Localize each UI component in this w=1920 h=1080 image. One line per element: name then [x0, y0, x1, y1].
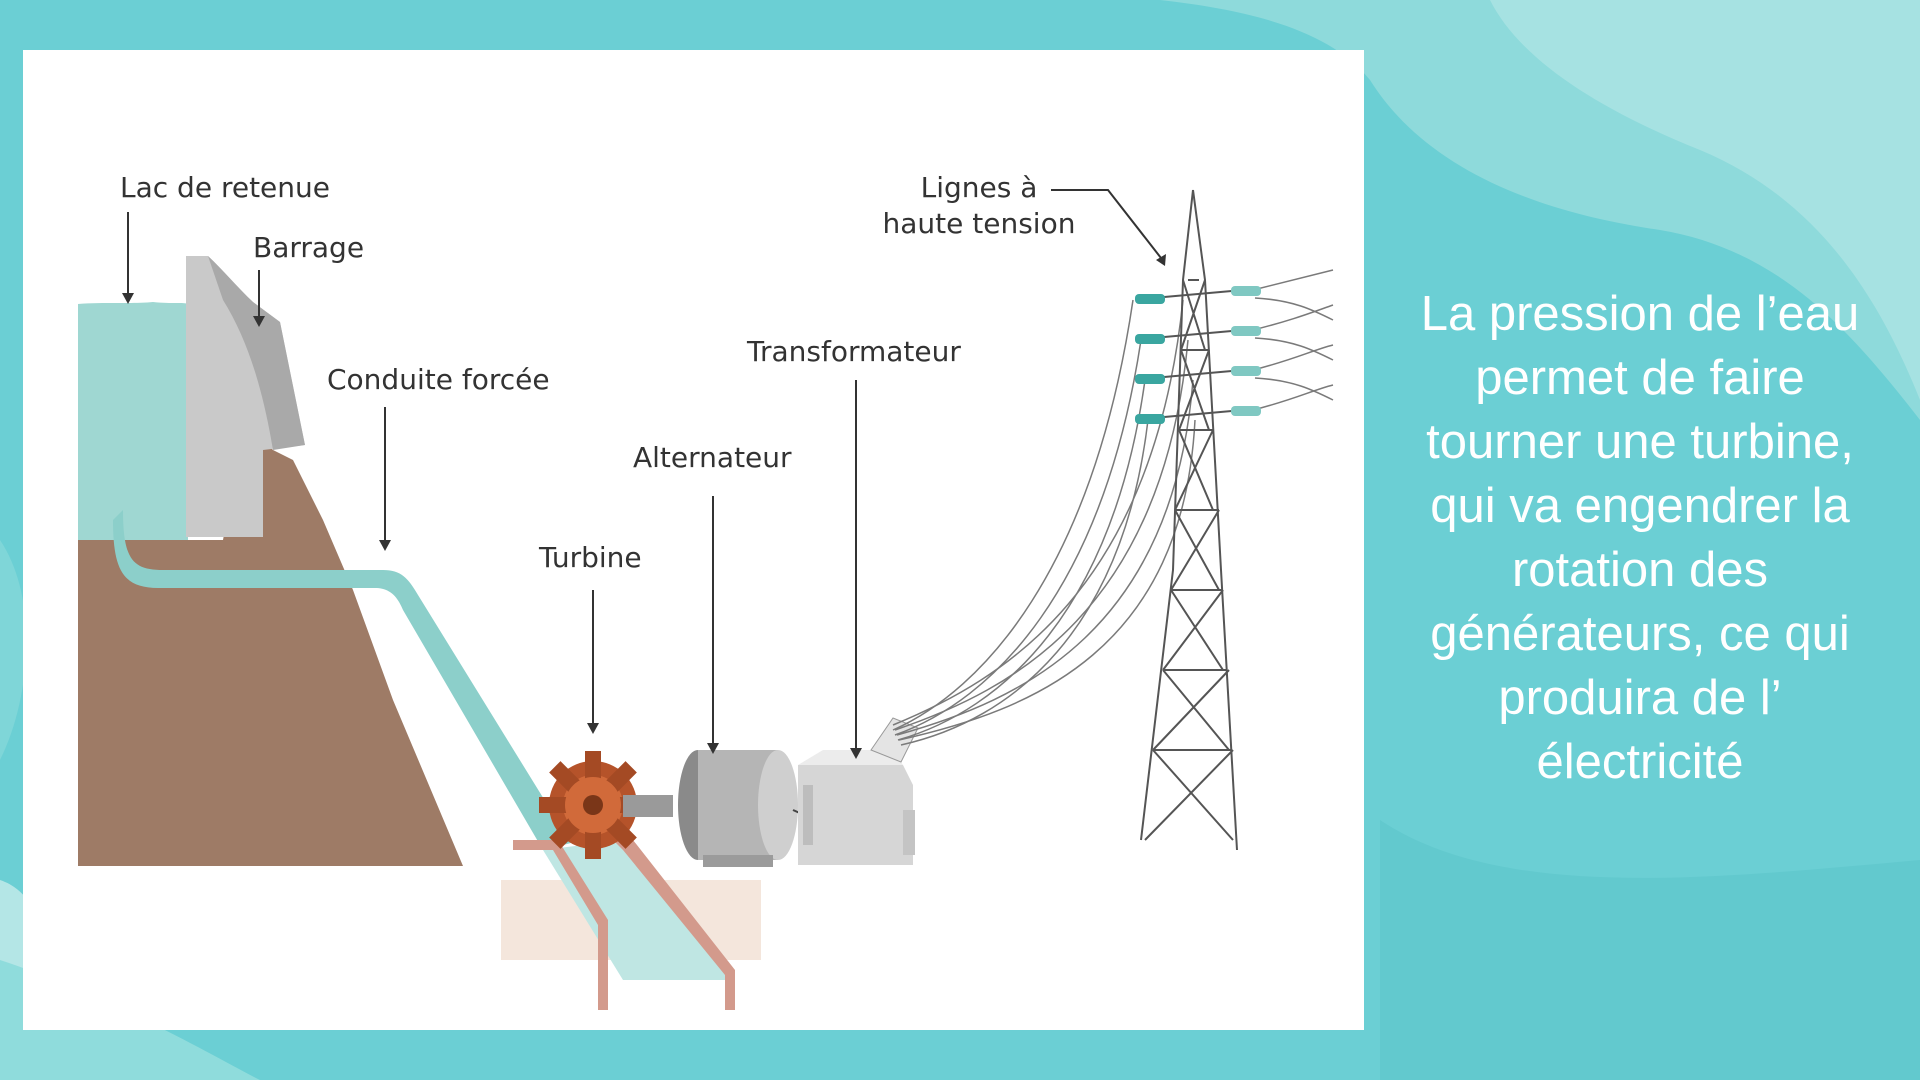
- label-lignes-line2: haute tension: [882, 207, 1076, 240]
- insulators: [1135, 286, 1261, 424]
- pylon: [1140, 189, 1244, 851]
- earth-hill: [78, 440, 463, 866]
- caption-text: La pression de l’eau permet de faire tou…: [1420, 287, 1860, 789]
- transformer: [798, 717, 919, 865]
- hydro-plant-diagram: [78, 189, 1334, 1010]
- arrowheads: [122, 254, 1166, 759]
- diagram-panel: Lac de retenue Barrage Conduite forcée T…: [23, 50, 1364, 1030]
- label-turbine: Turbine: [539, 541, 642, 574]
- label-transformateur: Transformateur: [747, 335, 961, 368]
- reservoir-water: [78, 302, 188, 540]
- label-lignes-haute-tension: Lignes à haute tension: [859, 170, 1099, 242]
- label-alternateur: Alternateur: [633, 441, 792, 474]
- penstock: [113, 510, 583, 850]
- label-arrows: [127, 189, 1162, 750]
- label-conduite-forcee: Conduite forcée: [327, 363, 550, 396]
- label-lac-de-retenue: Lac de retenue: [120, 171, 330, 204]
- turbine: [539, 751, 647, 859]
- label-lignes-line1: Lignes à: [920, 171, 1038, 204]
- power-lines: [892, 269, 1334, 746]
- alternator: [678, 750, 798, 867]
- label-barrage: Barrage: [253, 231, 365, 264]
- outflow-water: [543, 840, 733, 980]
